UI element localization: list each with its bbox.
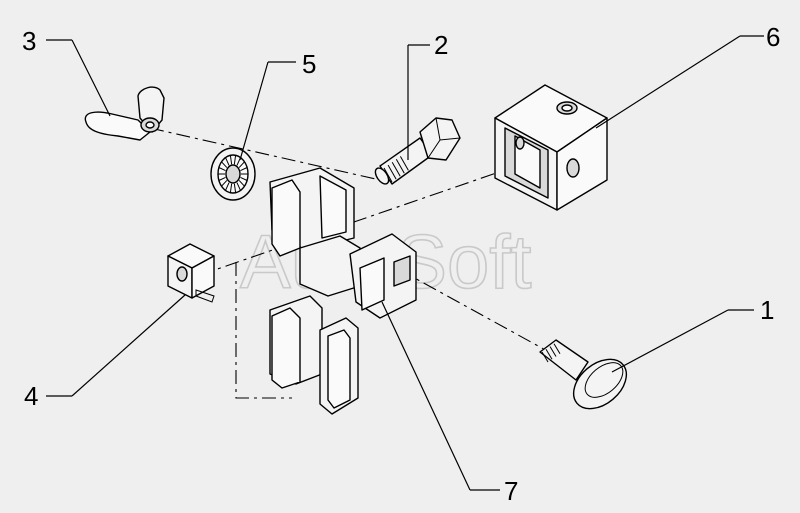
part-5-lock-washer [210,147,256,201]
assembly-centre-lines [149,127,561,399]
part-1-carriage-bolt [539,339,628,410]
part-3-wing-nut [84,86,165,141]
callout-7: 7 [504,476,518,506]
callout-6: 6 [766,22,780,52]
part-6-cube-block [494,84,608,211]
callout-5: 5 [302,49,316,79]
callout-2: 2 [434,30,448,60]
leader-lines [46,35,764,491]
part-4-cage-nut [167,243,215,303]
callout-4: 4 [24,381,38,411]
part-7-bracket [269,167,417,415]
callout-labels: 1 2 3 4 5 6 7 [22,22,780,506]
callout-1: 1 [760,295,774,325]
callout-3: 3 [22,26,36,56]
part-2-hex-bolt [374,117,461,185]
